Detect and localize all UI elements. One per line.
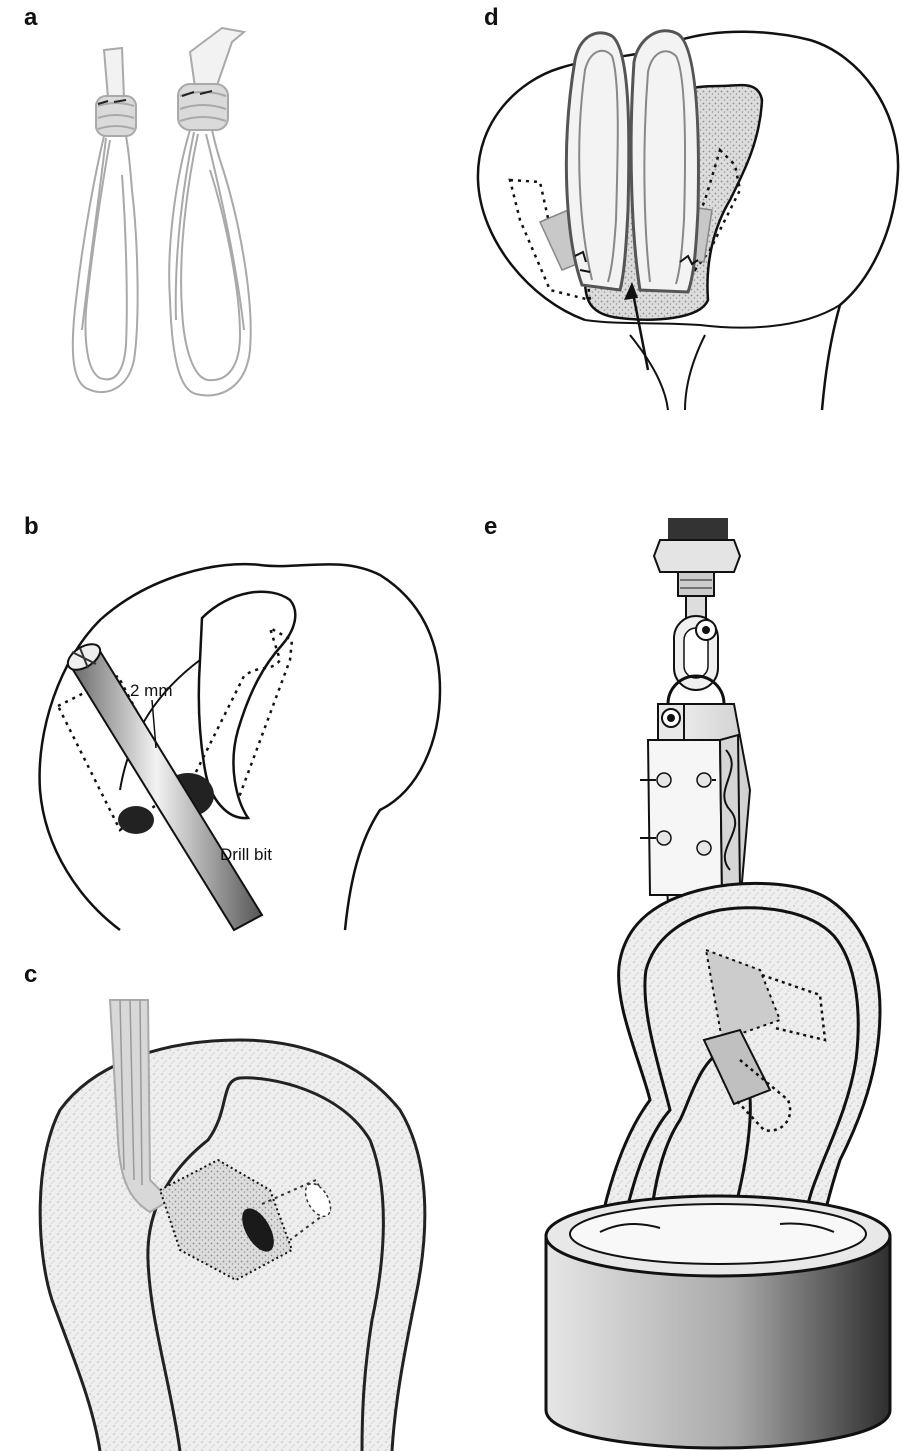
gap-label: 2 mm — [130, 681, 173, 700]
graft-clamp — [640, 704, 750, 905]
graft-right — [169, 28, 250, 395]
drill-bit-label: Drill bit — [220, 845, 272, 864]
panel-d-fixed-grafts — [478, 31, 898, 410]
panel-b-condyle: 2 mm Drill bit — [40, 564, 440, 930]
panel-a-grafts — [73, 28, 251, 395]
actuator-rod — [668, 518, 728, 540]
graft-left — [73, 48, 138, 392]
panel-e-test-setup — [546, 518, 890, 1448]
panel-c-graft-in-tunnel — [40, 1000, 425, 1451]
hex-nut — [654, 540, 740, 572]
drill-entry-hole — [118, 806, 154, 834]
specimen-pot — [546, 1196, 890, 1448]
